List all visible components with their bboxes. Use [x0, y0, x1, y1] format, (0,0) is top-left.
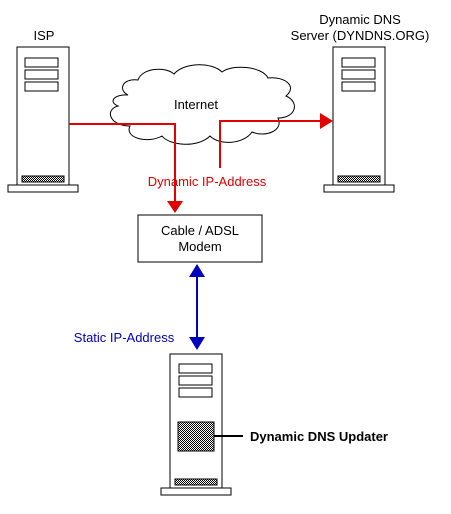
arrow-up-to-modem-icon — [189, 264, 205, 277]
dynamic-ip-label: Dynamic IP-Address — [148, 174, 267, 189]
arrow-down-to-updater-icon — [189, 337, 205, 350]
dns-server-icon — [323, 46, 395, 193]
arrow-down-to-modem-icon — [167, 201, 183, 213]
arrow-right-to-dns-server-icon — [320, 113, 333, 129]
updater-server-icon — [160, 353, 232, 496]
static-ip-label: Static IP-Address — [74, 330, 175, 345]
updater-label: Dynamic DNS Updater — [250, 429, 388, 444]
isp-label: ISP — [34, 28, 55, 43]
static-link-line — [189, 264, 205, 350]
modem-box — [137, 214, 263, 263]
isp-server-icon — [7, 46, 79, 193]
dns-server-label-line2: Server (DYNDNS.ORG) — [291, 28, 430, 43]
modem-label-line2: Modem — [178, 239, 221, 254]
modem-label-line1: Cable / ADSL — [161, 223, 239, 238]
internet-label: Internet — [174, 97, 218, 112]
dynamic-link-lines — [69, 113, 333, 213]
dns-server-label-line1: Dynamic DNS — [319, 12, 401, 27]
